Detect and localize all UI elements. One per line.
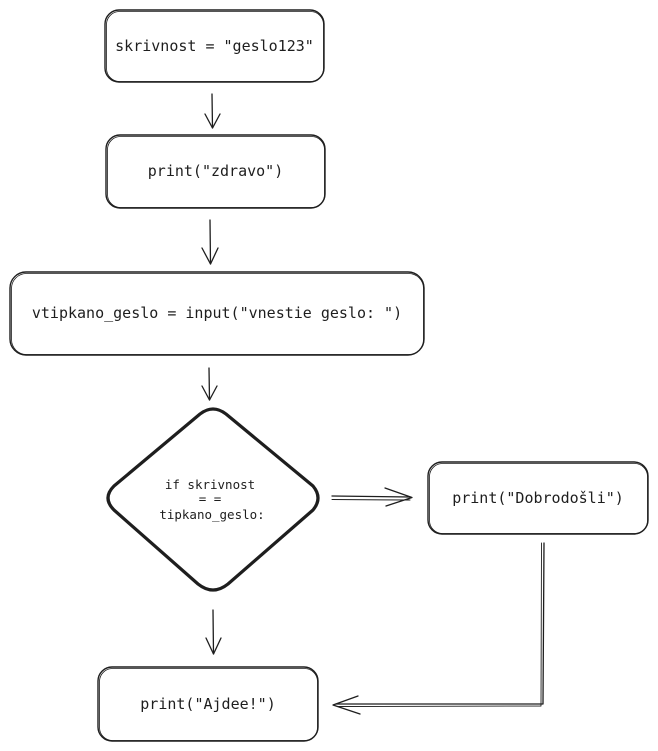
arrow-decision-to-welcome bbox=[331, 487, 413, 507]
node-print-hello-label: print("zdravo") bbox=[148, 162, 283, 180]
decision-line-1: if skrivnost bbox=[165, 477, 255, 492]
node-input-password[interactable]: vtipkano_geslo = input("vnestie geslo: "… bbox=[9, 271, 425, 356]
arrow-1 bbox=[204, 93, 221, 129]
node-assign-secret[interactable]: skrivnost = "geslo123" bbox=[104, 9, 325, 83]
node-assign-secret-label: skrivnost = "geslo123" bbox=[115, 37, 314, 55]
arrow-decision-to-bye bbox=[205, 609, 222, 655]
arrow-welcome-to-bye bbox=[332, 542, 545, 715]
node-input-password-label: vtipkano_geslo = input("vnestie geslo: "… bbox=[32, 304, 402, 322]
node-print-welcome[interactable]: print("Dobrodošli") bbox=[427, 461, 649, 535]
node-decision[interactable]: if skrivnost = = tipkano_geslo: bbox=[106, 407, 320, 592]
decision-line-2: = = bbox=[199, 491, 222, 506]
node-print-bye-label: print("Ajdee!") bbox=[140, 695, 275, 713]
decision-line-3: tipkano_geslo: bbox=[159, 507, 264, 522]
node-print-bye[interactable]: print("Ajdee!") bbox=[97, 666, 319, 742]
node-print-hello[interactable]: print("zdravo") bbox=[105, 134, 326, 209]
node-print-welcome-label: print("Dobrodošli") bbox=[452, 489, 624, 507]
arrow-2 bbox=[201, 219, 219, 265]
arrow-3 bbox=[201, 367, 218, 401]
